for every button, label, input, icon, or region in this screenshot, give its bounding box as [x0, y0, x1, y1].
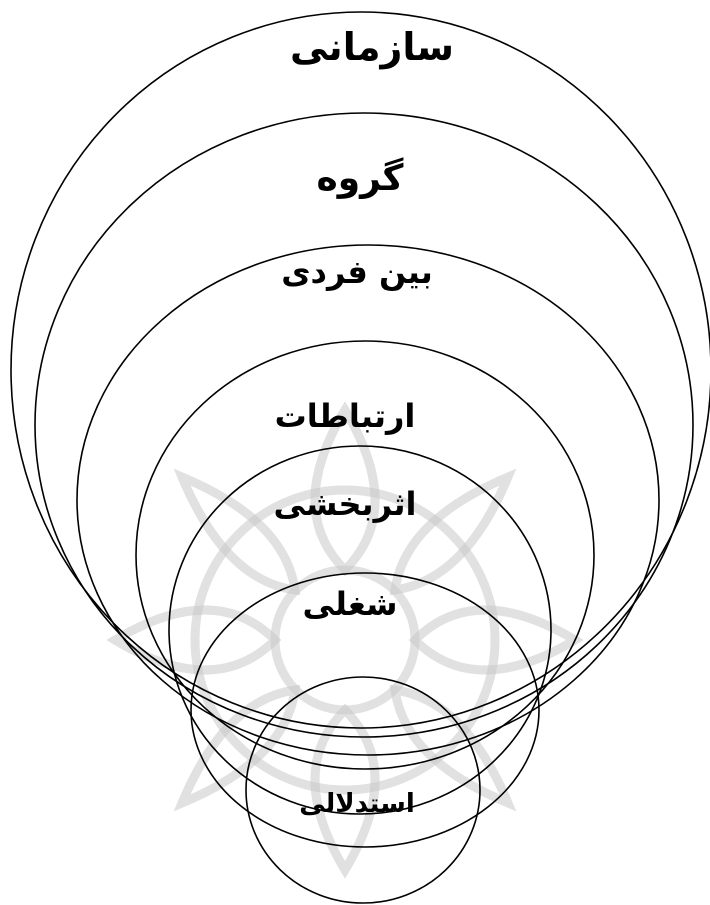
label-organizational: سازمانی: [290, 25, 454, 69]
label-reasoning: استدلالی: [299, 789, 415, 819]
label-occupational: شغلی: [303, 585, 398, 623]
label-effectiveness: اثربخشی: [274, 485, 417, 523]
rings: [11, 12, 710, 903]
label-communications: ارتباطات: [275, 397, 416, 435]
label-group: گروه: [317, 157, 404, 199]
label-interpersonal: بین فردی: [281, 253, 433, 291]
